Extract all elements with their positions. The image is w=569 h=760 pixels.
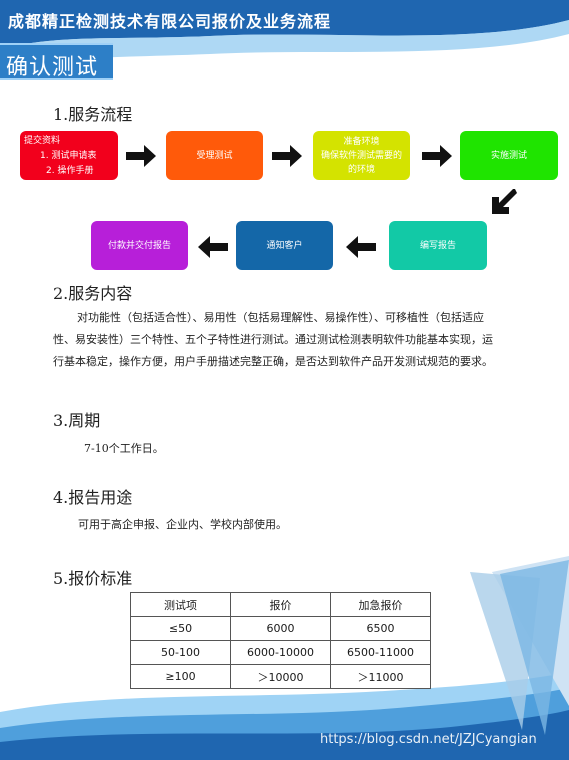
section-2-heading: 2.服务内容 (53, 284, 133, 303)
table-cell: 6000-10000 (230, 640, 331, 665)
watermark-url: https://blog.csdn.net/JZJCyangian (320, 732, 537, 747)
table-cell: ≥100 (130, 664, 231, 689)
arrow-down-left-icon (492, 189, 517, 214)
confirm-test-banner: 确认测试 (0, 43, 113, 80)
section-3-heading: 3.周期 (53, 411, 101, 430)
table-cell: ＞11000 (330, 664, 431, 689)
section-1-heading: 1.服务流程 (53, 105, 133, 124)
section-5-heading: 5.报价标准 (53, 569, 133, 588)
arrow-right-icon (422, 145, 452, 167)
flow-step-write-report: 编写报告 (389, 221, 487, 270)
arrow-right-icon (272, 145, 302, 167)
flow-step-notify: 通知客户 (236, 221, 333, 270)
report-usage-text: 可用于高企申报、企业内、学校内部使用。 (78, 518, 287, 531)
arrow-left-icon (198, 236, 228, 258)
confirm-test-label: 确认测试 (6, 55, 99, 80)
table-header-cell: 加急报价 (330, 592, 431, 617)
table-header-cell: 报价 (230, 592, 331, 617)
page-header-title: 成都精正检测技术有限公司报价及业务流程 (8, 12, 332, 31)
table-row: 50-100 6000-10000 6500-11000 (130, 640, 431, 665)
table-header-row: 测试项 报价 加急报价 (130, 592, 431, 617)
table-row: ≥100 ＞10000 ＞11000 (130, 664, 431, 689)
table-cell: 6500-11000 (330, 640, 431, 665)
service-content-paragraph: 对功能性（包括适合性）、易用性（包括易理解性、易操作性）、可移植性（包括适应性、… (53, 311, 493, 368)
flow-step-prepare-line2: 确保软件测试需要的 (320, 150, 402, 161)
flow-step-pay-deliver: 付款并交付报告 (91, 221, 188, 270)
flow-step-prepare-line3: 的环境 (347, 164, 375, 175)
table-cell: ≤50 (130, 616, 231, 641)
price-table: 测试项 报价 加急报价 ≤50 6000 6500 50-100 6000-10… (130, 592, 431, 689)
table-cell: 50-100 (130, 640, 231, 665)
flow-step-submit-line2: 2. 操作手册 (46, 166, 94, 176)
table-cell: 6000 (230, 616, 331, 641)
flow-step-submit: 提交资料 1. 测试申请表 2. 操作手册 (20, 131, 118, 180)
cycle-text: 7-10个工作日。 (84, 442, 164, 455)
flow-step-execute: 实施测试 (460, 131, 558, 180)
arrow-right-icon (126, 145, 156, 167)
table-cell: ＞10000 (230, 664, 331, 689)
arrow-left-icon (346, 236, 376, 258)
table-header-cell: 测试项 (130, 592, 231, 617)
section-4-heading: 4.报告用途 (53, 488, 133, 507)
table-cell: 6500 (330, 616, 431, 641)
flow-step-submit-line1: 1. 测试申请表 (40, 151, 97, 161)
flow-step-prepare: 准备环境 确保软件测试需要的 的环境 (313, 131, 410, 180)
table-row: ≤50 6000 6500 (130, 616, 431, 641)
flow-step-submit-title: 提交资料 (24, 136, 61, 146)
flow-step-prepare-line1: 准备环境 (343, 136, 380, 147)
flow-step-accept: 受理测试 (166, 131, 263, 180)
